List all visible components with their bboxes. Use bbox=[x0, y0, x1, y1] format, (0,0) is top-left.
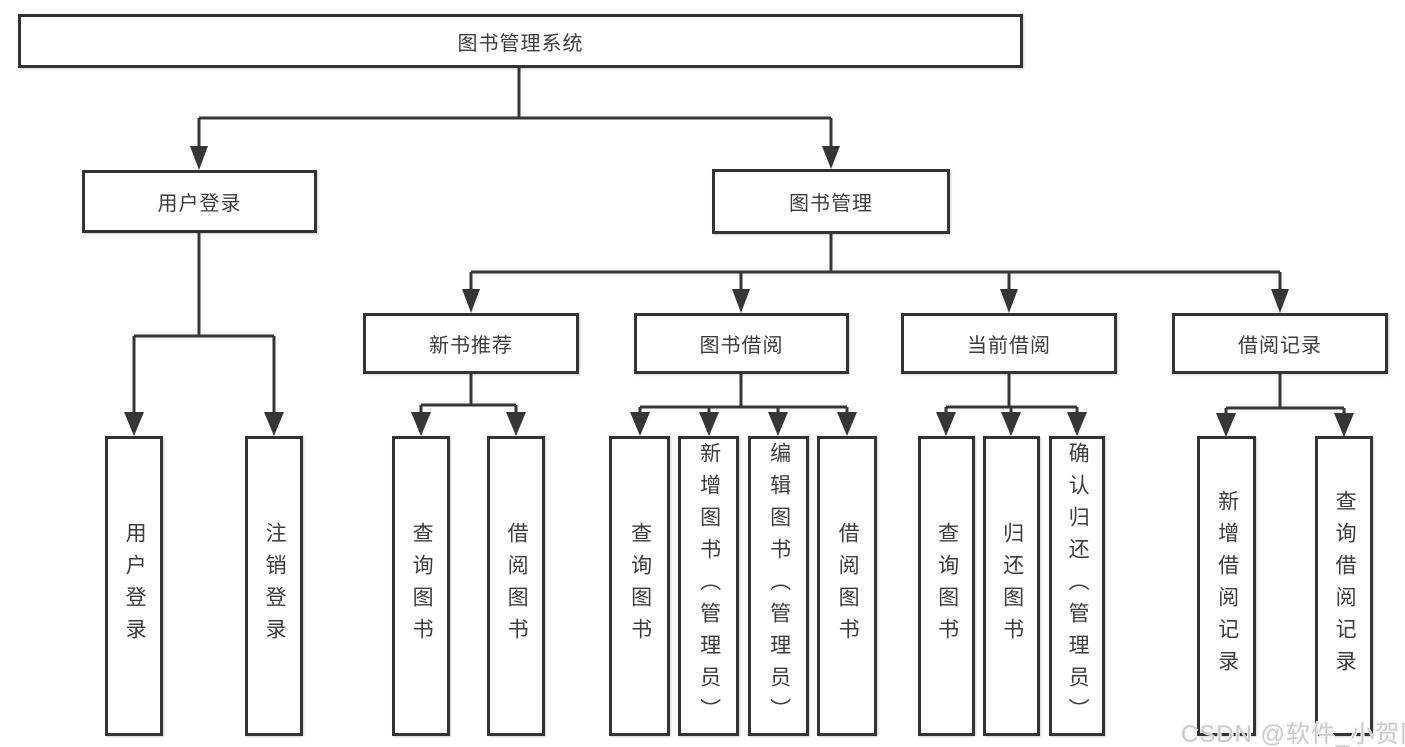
node-library-system-label: 图书管理系统 bbox=[457, 32, 584, 55]
leaf-borrow-books-recommend-label: 借阅图书 bbox=[505, 522, 529, 650]
node-user-login: 用户登录 bbox=[82, 170, 317, 233]
node-current-borrow-label: 当前借阅 bbox=[967, 335, 1051, 357]
node-user-login-label: 用户登录 bbox=[157, 193, 242, 215]
leaf-query-books-current-label: 查询图书 bbox=[935, 522, 959, 650]
leaf-user-login-label: 用户登录 bbox=[123, 522, 147, 650]
node-borrow-records-label: 借阅记录 bbox=[1238, 335, 1322, 357]
leaf-return-books: 归还图书 bbox=[983, 436, 1040, 736]
node-book-borrow: 图书借阅 bbox=[634, 313, 849, 374]
leaf-query-books-borrow-label: 查询图书 bbox=[628, 522, 652, 650]
csdn-watermark: CSDN @软件_小贺同学 bbox=[1181, 721, 1405, 747]
node-book-borrow-label: 图书借阅 bbox=[699, 335, 784, 357]
node-borrow-records: 借阅记录 bbox=[1172, 313, 1388, 374]
leaf-return-books-label: 归还图书 bbox=[1000, 522, 1024, 650]
leaf-borrow-books-recommend: 借阅图书 bbox=[487, 436, 545, 736]
leaf-add-borrow-record-label: 新增借阅记录 bbox=[1215, 490, 1239, 682]
leaf-borrow-books: 借阅图书 bbox=[817, 436, 877, 736]
node-current-borrow: 当前借阅 bbox=[901, 313, 1117, 374]
leaf-borrow-books-label: 借阅图书 bbox=[836, 522, 860, 650]
leaf-logout-label: 注销登录 bbox=[263, 522, 287, 650]
node-new-book-recommend: 新书推荐 bbox=[363, 313, 579, 374]
leaf-confirm-return-admin: 确认归还（管理员） bbox=[1049, 436, 1105, 736]
leaf-query-books-recommend: 查询图书 bbox=[392, 436, 450, 736]
node-library-system: 图书管理系统 bbox=[18, 14, 1023, 68]
leaf-query-books-recommend-label: 查询图书 bbox=[410, 522, 434, 650]
leaf-query-borrow-record-label: 查询借阅记录 bbox=[1333, 490, 1357, 682]
leaf-logout: 注销登录 bbox=[245, 436, 303, 736]
leaf-add-borrow-record: 新增借阅记录 bbox=[1197, 436, 1256, 736]
leaf-edit-books-admin: 编辑图书（管理员） bbox=[748, 436, 809, 736]
leaf-add-books-admin-label: 新增图书（管理员） bbox=[697, 442, 721, 730]
leaf-query-books-borrow: 查询图书 bbox=[609, 436, 670, 736]
leaf-query-books-current: 查询图书 bbox=[918, 436, 975, 736]
node-book-management: 图书管理 bbox=[712, 169, 950, 234]
leaf-edit-books-admin-label: 编辑图书（管理员） bbox=[767, 442, 791, 730]
node-book-management-label: 图书管理 bbox=[789, 193, 873, 215]
leaf-user-login: 用户登录 bbox=[105, 436, 163, 736]
leaf-confirm-return-admin-label: 确认归还（管理员） bbox=[1066, 442, 1090, 730]
node-new-book-recommend-label: 新书推荐 bbox=[429, 335, 513, 357]
leaf-add-books-admin: 新增图书（管理员） bbox=[678, 436, 739, 736]
leaf-query-borrow-record: 查询借阅记录 bbox=[1315, 436, 1373, 736]
